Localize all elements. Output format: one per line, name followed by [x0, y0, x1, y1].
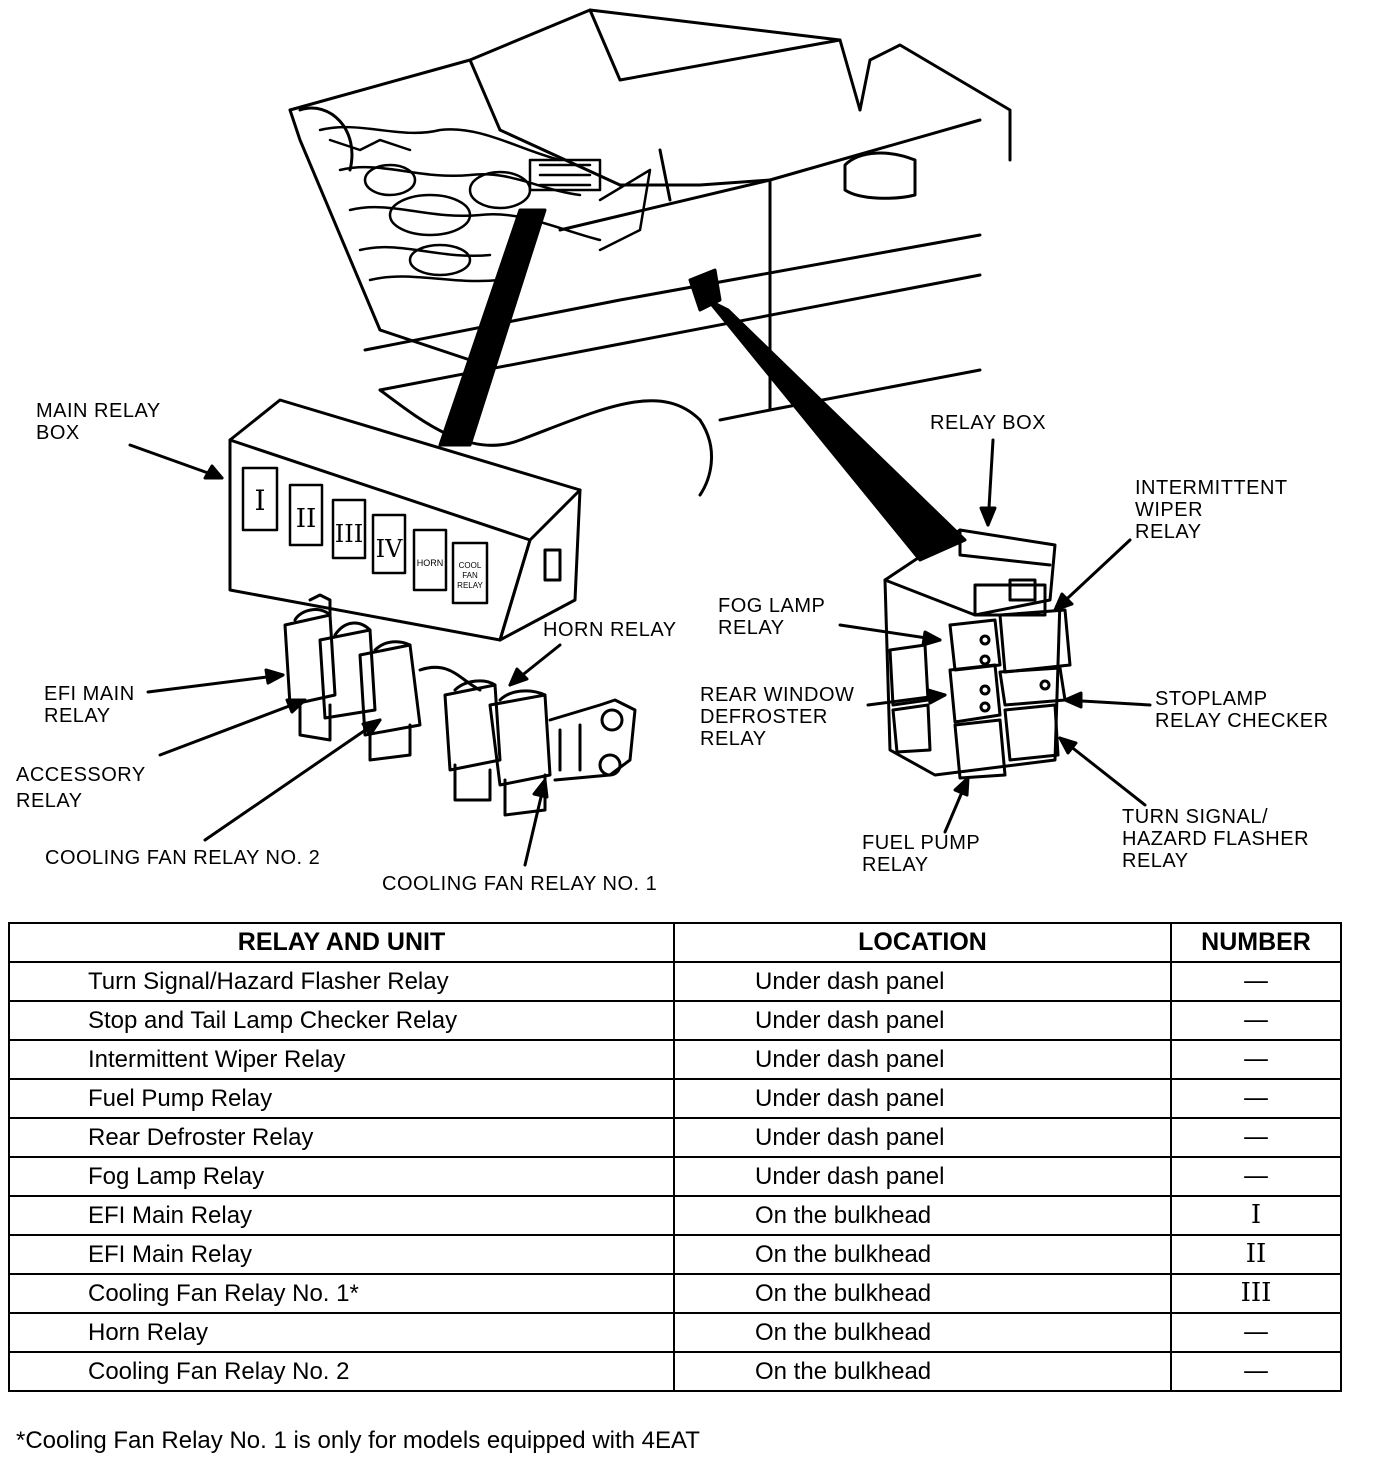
cell-unit: Turn Signal/Hazard Flasher Relay	[8, 961, 675, 1002]
label-intermittent-wiper-relay: INTERMITTENT WIPER RELAY	[1135, 477, 1288, 543]
relay-box-illustration	[883, 528, 1072, 780]
arrow-turn-signal	[1058, 736, 1147, 807]
main-relay-box-illustration: I II III IV HORN COOL FAN RELAY	[228, 398, 582, 642]
cell-location: Under dash panel	[673, 1078, 1172, 1119]
cell-unit: EFI Main Relay	[8, 1195, 675, 1236]
cell-location: Under dash panel	[673, 1156, 1172, 1197]
cell-unit: Stop and Tail Lamp Checker Relay	[8, 1000, 675, 1041]
cell-number: III	[1170, 1273, 1342, 1314]
label-horn-relay: HORN RELAY	[543, 619, 677, 641]
cell-number: —	[1170, 1312, 1342, 1353]
cell-number: —	[1170, 1351, 1342, 1392]
cell-unit: Rear Defroster Relay	[8, 1117, 675, 1158]
cell-unit: Fuel Pump Relay	[8, 1078, 675, 1119]
cell-number: —	[1170, 1039, 1342, 1080]
cell-location: On the bulkhead	[673, 1234, 1172, 1275]
label-fuel-pump-relay: FUEL PUMP RELAY	[862, 832, 981, 876]
cell-location: Under dash panel	[673, 1000, 1172, 1041]
bulkhead-relays-illustration	[283, 593, 637, 817]
cell-number: —	[1170, 1117, 1342, 1158]
label-fog-lamp-relay: FOG LAMP RELAY	[718, 595, 826, 639]
arrow-efi-main	[146, 673, 285, 694]
label-main-relay-box: MAIN RELAY BOX	[36, 400, 161, 444]
label-accessory-relay: ACCESSORY RELAY	[16, 764, 146, 812]
label-turn-signal-hazard-relay: TURN SIGNAL/ HAZARD FLASHER RELAY	[1122, 806, 1310, 872]
cell-unit: Cooling Fan Relay No. 1*	[8, 1273, 675, 1314]
relay-location-diagram: I II III IV HORN COOL FAN RELAY	[128, 8, 1152, 867]
cell-unit: Cooling Fan Relay No. 2	[8, 1351, 675, 1392]
car-body-illustration	[288, 8, 1012, 497]
label-rear-window-defroster-relay: REAR WINDOW DEFROSTER RELAY	[700, 684, 855, 750]
label-stoplamp-relay-checker: STOPLAMP RELAY CHECKER	[1155, 688, 1329, 732]
slot-label-horn: HORN	[417, 558, 444, 568]
table-footnote: *Cooling Fan Relay No. 1 is only for mod…	[16, 1427, 700, 1454]
cell-location: On the bulkhead	[673, 1312, 1172, 1353]
cell-unit: Intermittent Wiper Relay	[8, 1039, 675, 1080]
label-cooling-fan-relay-2: COOLING FAN RELAY NO. 2	[45, 847, 321, 869]
header-location: LOCATION	[673, 922, 1172, 963]
slot-label-4: IV	[376, 535, 403, 563]
table-header-row: RELAY AND UNIT LOCATION NUMBER	[8, 922, 1342, 963]
cell-unit: EFI Main Relay	[8, 1234, 675, 1275]
slot-label-cool: COOL	[459, 561, 482, 570]
slot-label-2: II	[296, 504, 317, 534]
fender-connector	[688, 268, 722, 312]
cell-number: —	[1170, 1078, 1342, 1119]
slot-label-relay: RELAY	[457, 581, 483, 590]
slot-label-1: I	[254, 484, 265, 517]
cell-unit: Horn Relay	[8, 1312, 675, 1353]
cell-location: On the bulkhead	[673, 1351, 1172, 1392]
relay-box-pointer	[706, 298, 967, 562]
slot-label-fan: FAN	[462, 571, 478, 580]
cell-unit: Fog Lamp Relay	[8, 1156, 675, 1197]
cell-location: Under dash panel	[673, 1117, 1172, 1158]
cell-number: —	[1170, 1156, 1342, 1197]
callout-arrows	[128, 438, 1152, 867]
cell-number: II	[1170, 1234, 1342, 1275]
header-relay-and-unit: RELAY AND UNIT	[8, 922, 675, 963]
cell-location: On the bulkhead	[673, 1195, 1172, 1236]
cell-location: On the bulkhead	[673, 1273, 1172, 1314]
label-cooling-fan-relay-1: COOLING FAN RELAY NO. 1	[382, 873, 658, 895]
header-number: NUMBER	[1170, 922, 1342, 963]
label-efi-main-relay: EFI MAIN RELAY	[44, 683, 135, 727]
cell-number: —	[1170, 1000, 1342, 1041]
cell-location: Under dash panel	[673, 1039, 1172, 1080]
main-relay-box-slots	[241, 466, 489, 605]
engine-bay-illustration	[318, 125, 652, 283]
arrow-accessory	[158, 698, 307, 757]
relay-location-table: RELAY AND UNIT LOCATION NUMBER Turn Sign…	[8, 922, 1342, 1392]
slot-label-3: III	[335, 520, 363, 548]
label-relay-box: RELAY BOX	[930, 412, 1047, 434]
cell-number: I	[1170, 1195, 1342, 1236]
cell-number: —	[1170, 961, 1342, 1002]
main-relay-pointer	[438, 208, 547, 447]
cell-location: Under dash panel	[673, 961, 1172, 1002]
arrow-cooling-fan-2	[203, 718, 382, 842]
